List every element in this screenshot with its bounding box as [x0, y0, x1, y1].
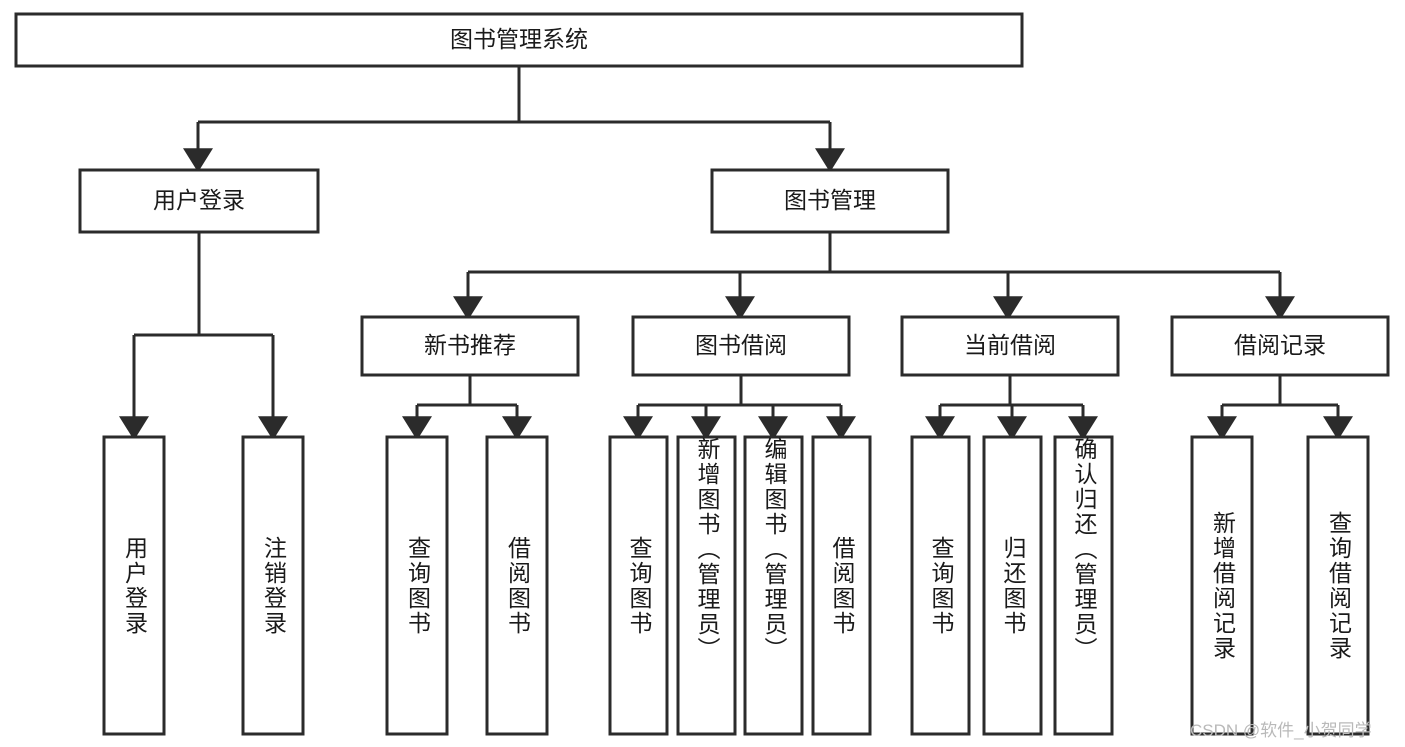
edge-currentborrow-to-leaves	[925, 375, 1098, 441]
node-leaf-query-book-current-label: 查询图书	[928, 535, 954, 636]
node-borrow-record-label: 借阅记录	[1234, 332, 1326, 358]
edge-bookborrow-to-leaves	[623, 375, 856, 441]
node-leaf-borrow-book-label: 借阅图书	[829, 535, 855, 636]
node-leaf-add-borrow-record-label: 新增借阅记录	[1209, 510, 1236, 661]
node-book-manage-label: 图书管理	[784, 187, 876, 213]
node-current-borrow-label: 当前借阅	[964, 332, 1056, 358]
node-root[interactable]: 图书管理系统	[14, 12, 1024, 68]
node-book-borrow-label: 图书借阅	[695, 332, 787, 358]
node-leaf-query-book-borrow-label: 查询图书	[626, 535, 652, 636]
node-root-label: 图书管理系统	[450, 26, 588, 52]
node-user-login[interactable]: 用户登录	[78, 168, 320, 234]
node-leaf-query-book-rec-label: 查询图书	[404, 535, 431, 636]
node-leaf-query-borrow-record-label: 查询借阅记录	[1325, 510, 1352, 661]
node-leaf-borrow-book-rec-label: 借阅图书	[504, 535, 531, 636]
edge-root-to-level2	[183, 66, 845, 173]
node-leaf-return-book[interactable]: 归还图书	[982, 435, 1043, 736]
node-leaf-user-login[interactable]: 用户登录	[102, 435, 166, 736]
node-leaf-borrow-book[interactable]: 借阅图书	[811, 435, 872, 736]
node-borrow-record[interactable]: 借阅记录	[1170, 315, 1390, 377]
node-leaf-user-logout-label: 注销登录	[260, 535, 287, 636]
node-leaf-add-borrow-record[interactable]: 新增借阅记录	[1190, 435, 1254, 736]
node-user-login-label: 用户登录	[153, 187, 245, 213]
node-current-borrow[interactable]: 当前借阅	[900, 315, 1120, 377]
node-new-book-recommend-label: 新书推荐	[424, 332, 516, 358]
edge-userlogin-to-leaves	[119, 232, 288, 441]
edge-newbook-to-leaves	[402, 375, 532, 441]
node-book-manage[interactable]: 图书管理	[710, 168, 950, 234]
node-leaf-user-login-label: 用户登录	[121, 535, 148, 636]
node-leaf-user-logout[interactable]: 注销登录	[241, 435, 305, 736]
node-leaf-return-book-label: 归还图书	[1000, 535, 1026, 636]
node-leaf-add-book-admin-label: 新增图书（管理员）	[694, 437, 720, 662]
node-leaf-query-borrow-record[interactable]: 查询借阅记录	[1306, 435, 1370, 736]
node-leaf-borrow-book-rec[interactable]: 借阅图书	[485, 435, 549, 736]
node-leaf-edit-book-admin-label: 编辑图书（管理员）	[761, 437, 787, 662]
edge-borrowrecord-to-leaves	[1207, 375, 1353, 441]
node-leaf-query-book-current[interactable]: 查询图书	[910, 435, 971, 736]
node-leaf-edit-book-admin[interactable]: 编辑图书（管理员）	[743, 435, 804, 736]
node-leaf-confirm-return-admin[interactable]: 确认归还（管理员）	[1053, 435, 1114, 736]
node-book-borrow[interactable]: 图书借阅	[631, 315, 851, 377]
edge-bookmanage-to-level3	[453, 232, 1295, 321]
node-new-book-recommend[interactable]: 新书推荐	[360, 315, 580, 377]
node-leaf-query-book-borrow[interactable]: 查询图书	[608, 435, 669, 736]
node-leaf-confirm-return-admin-label: 确认归还（管理员）	[1071, 437, 1097, 662]
node-leaf-add-book-admin[interactable]: 新增图书（管理员）	[676, 435, 737, 736]
node-leaf-query-book-rec[interactable]: 查询图书	[385, 435, 449, 736]
